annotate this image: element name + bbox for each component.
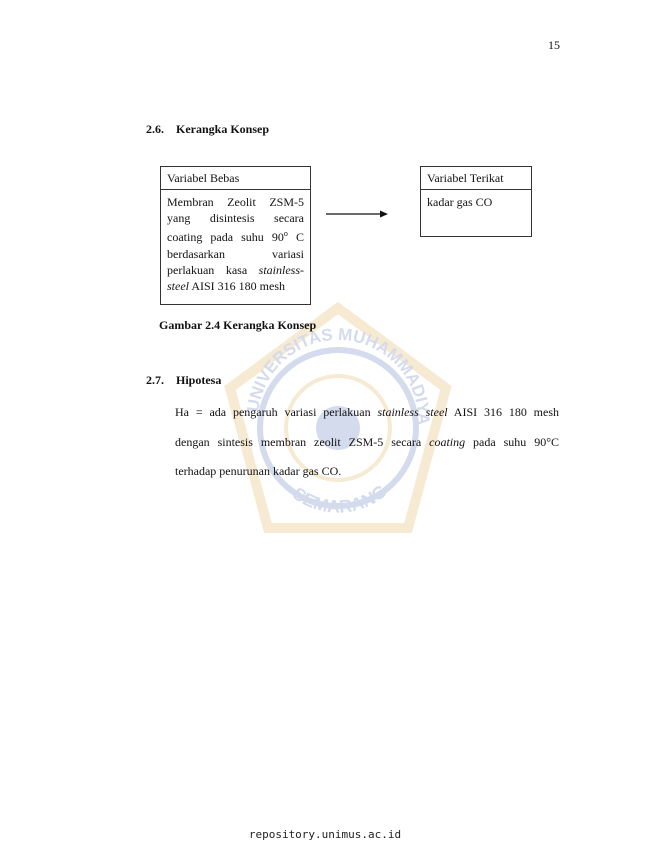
box-body: kadar gas CO	[427, 195, 493, 209]
box-body: Membran Zeolit ZSM-5 yang disintesis sec…	[167, 195, 304, 294]
section-heading-kerangka-konsep: 2.6. Kerangka Konsep	[146, 122, 269, 137]
university-seal-watermark: UNIVERSITAS MUHAMMADIYAH SEMARANG	[218, 300, 452, 533]
dependent-variable-box: Variabel Terikat kadar gas CO	[420, 166, 532, 237]
page-number: 15	[548, 38, 560, 52]
section-number: 2.6.	[146, 122, 164, 136]
hypothesis-line: terhadap penurunan kadar gas CO.	[175, 464, 342, 478]
section-title: Kerangka Konsep	[176, 122, 270, 136]
repository-footer: repository.unimus.ac.id	[248, 828, 402, 841]
svg-text:SEMARANG: SEMARANG	[289, 481, 391, 517]
independent-variable-box: Variabel Bebas Membran Zeolit ZSM-5 yang…	[160, 166, 311, 305]
figure-caption: Gambar 2.4 Kerangka Konsep	[159, 318, 317, 332]
box-title: Variabel Terikat	[421, 167, 531, 190]
hypothesis-line: dengan sintesis membran zeolit ZSM-5 sec…	[175, 435, 560, 449]
section-heading-hipotesa: 2.7. Hipotesa	[146, 373, 221, 388]
hypothesis-line: Ha = ada pengaruh variasi perlakuan stai…	[175, 405, 560, 419]
section-title: Hipotesa	[176, 373, 222, 387]
section-number: 2.7.	[146, 373, 164, 387]
box-title: Variabel Bebas	[161, 167, 310, 190]
arrow-icon	[326, 210, 388, 218]
